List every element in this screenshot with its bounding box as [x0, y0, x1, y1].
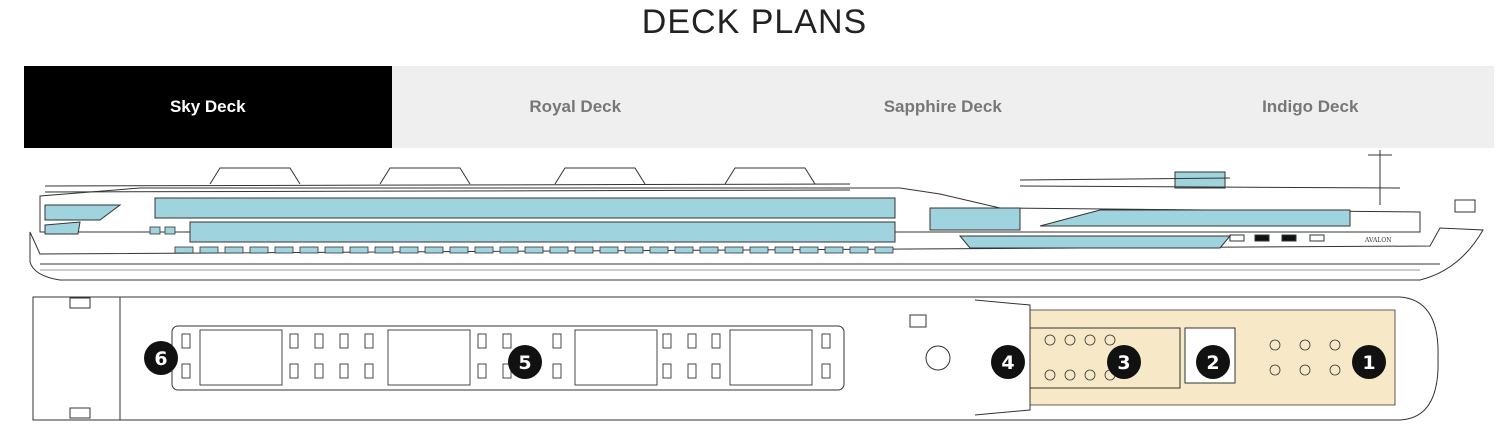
- marker-3[interactable]: 3: [1107, 345, 1141, 379]
- marker-2[interactable]: 2: [1196, 345, 1230, 379]
- svg-text:5: 5: [518, 352, 531, 374]
- svg-text:2: 2: [1206, 352, 1219, 374]
- marker-1[interactable]: 1: [1352, 345, 1386, 379]
- ship-side-profile: AVALON: [29, 150, 1484, 281]
- svg-text:1: 1: [1362, 352, 1375, 374]
- tab-sapphire-deck[interactable]: Sapphire Deck: [883, 97, 1002, 116]
- page-title: DECK PLANS: [641, 3, 868, 41]
- tab-sky-deck[interactable]: Sky Deck: [24, 66, 392, 148]
- marker-4[interactable]: 4: [991, 345, 1025, 379]
- tab-royal-deck[interactable]: Royal Deck: [529, 97, 622, 116]
- marker-6[interactable]: 6: [144, 341, 178, 375]
- ship-illustration: AVALON: [29, 150, 1484, 421]
- tab-indigo-deck[interactable]: Indigo Deck: [1262, 97, 1359, 116]
- ship-name: AVALON: [1364, 237, 1391, 244]
- deck-markers: 6 5 4 3 2 1: [144, 341, 1386, 379]
- deck-tabs: Sky Deck Royal Deck Sapphire Deck Indigo…: [24, 66, 1494, 148]
- marker-5[interactable]: 5: [508, 345, 542, 379]
- svg-text:4: 4: [1001, 352, 1014, 374]
- svg-text:3: 3: [1117, 352, 1130, 374]
- svg-text:6: 6: [154, 348, 167, 370]
